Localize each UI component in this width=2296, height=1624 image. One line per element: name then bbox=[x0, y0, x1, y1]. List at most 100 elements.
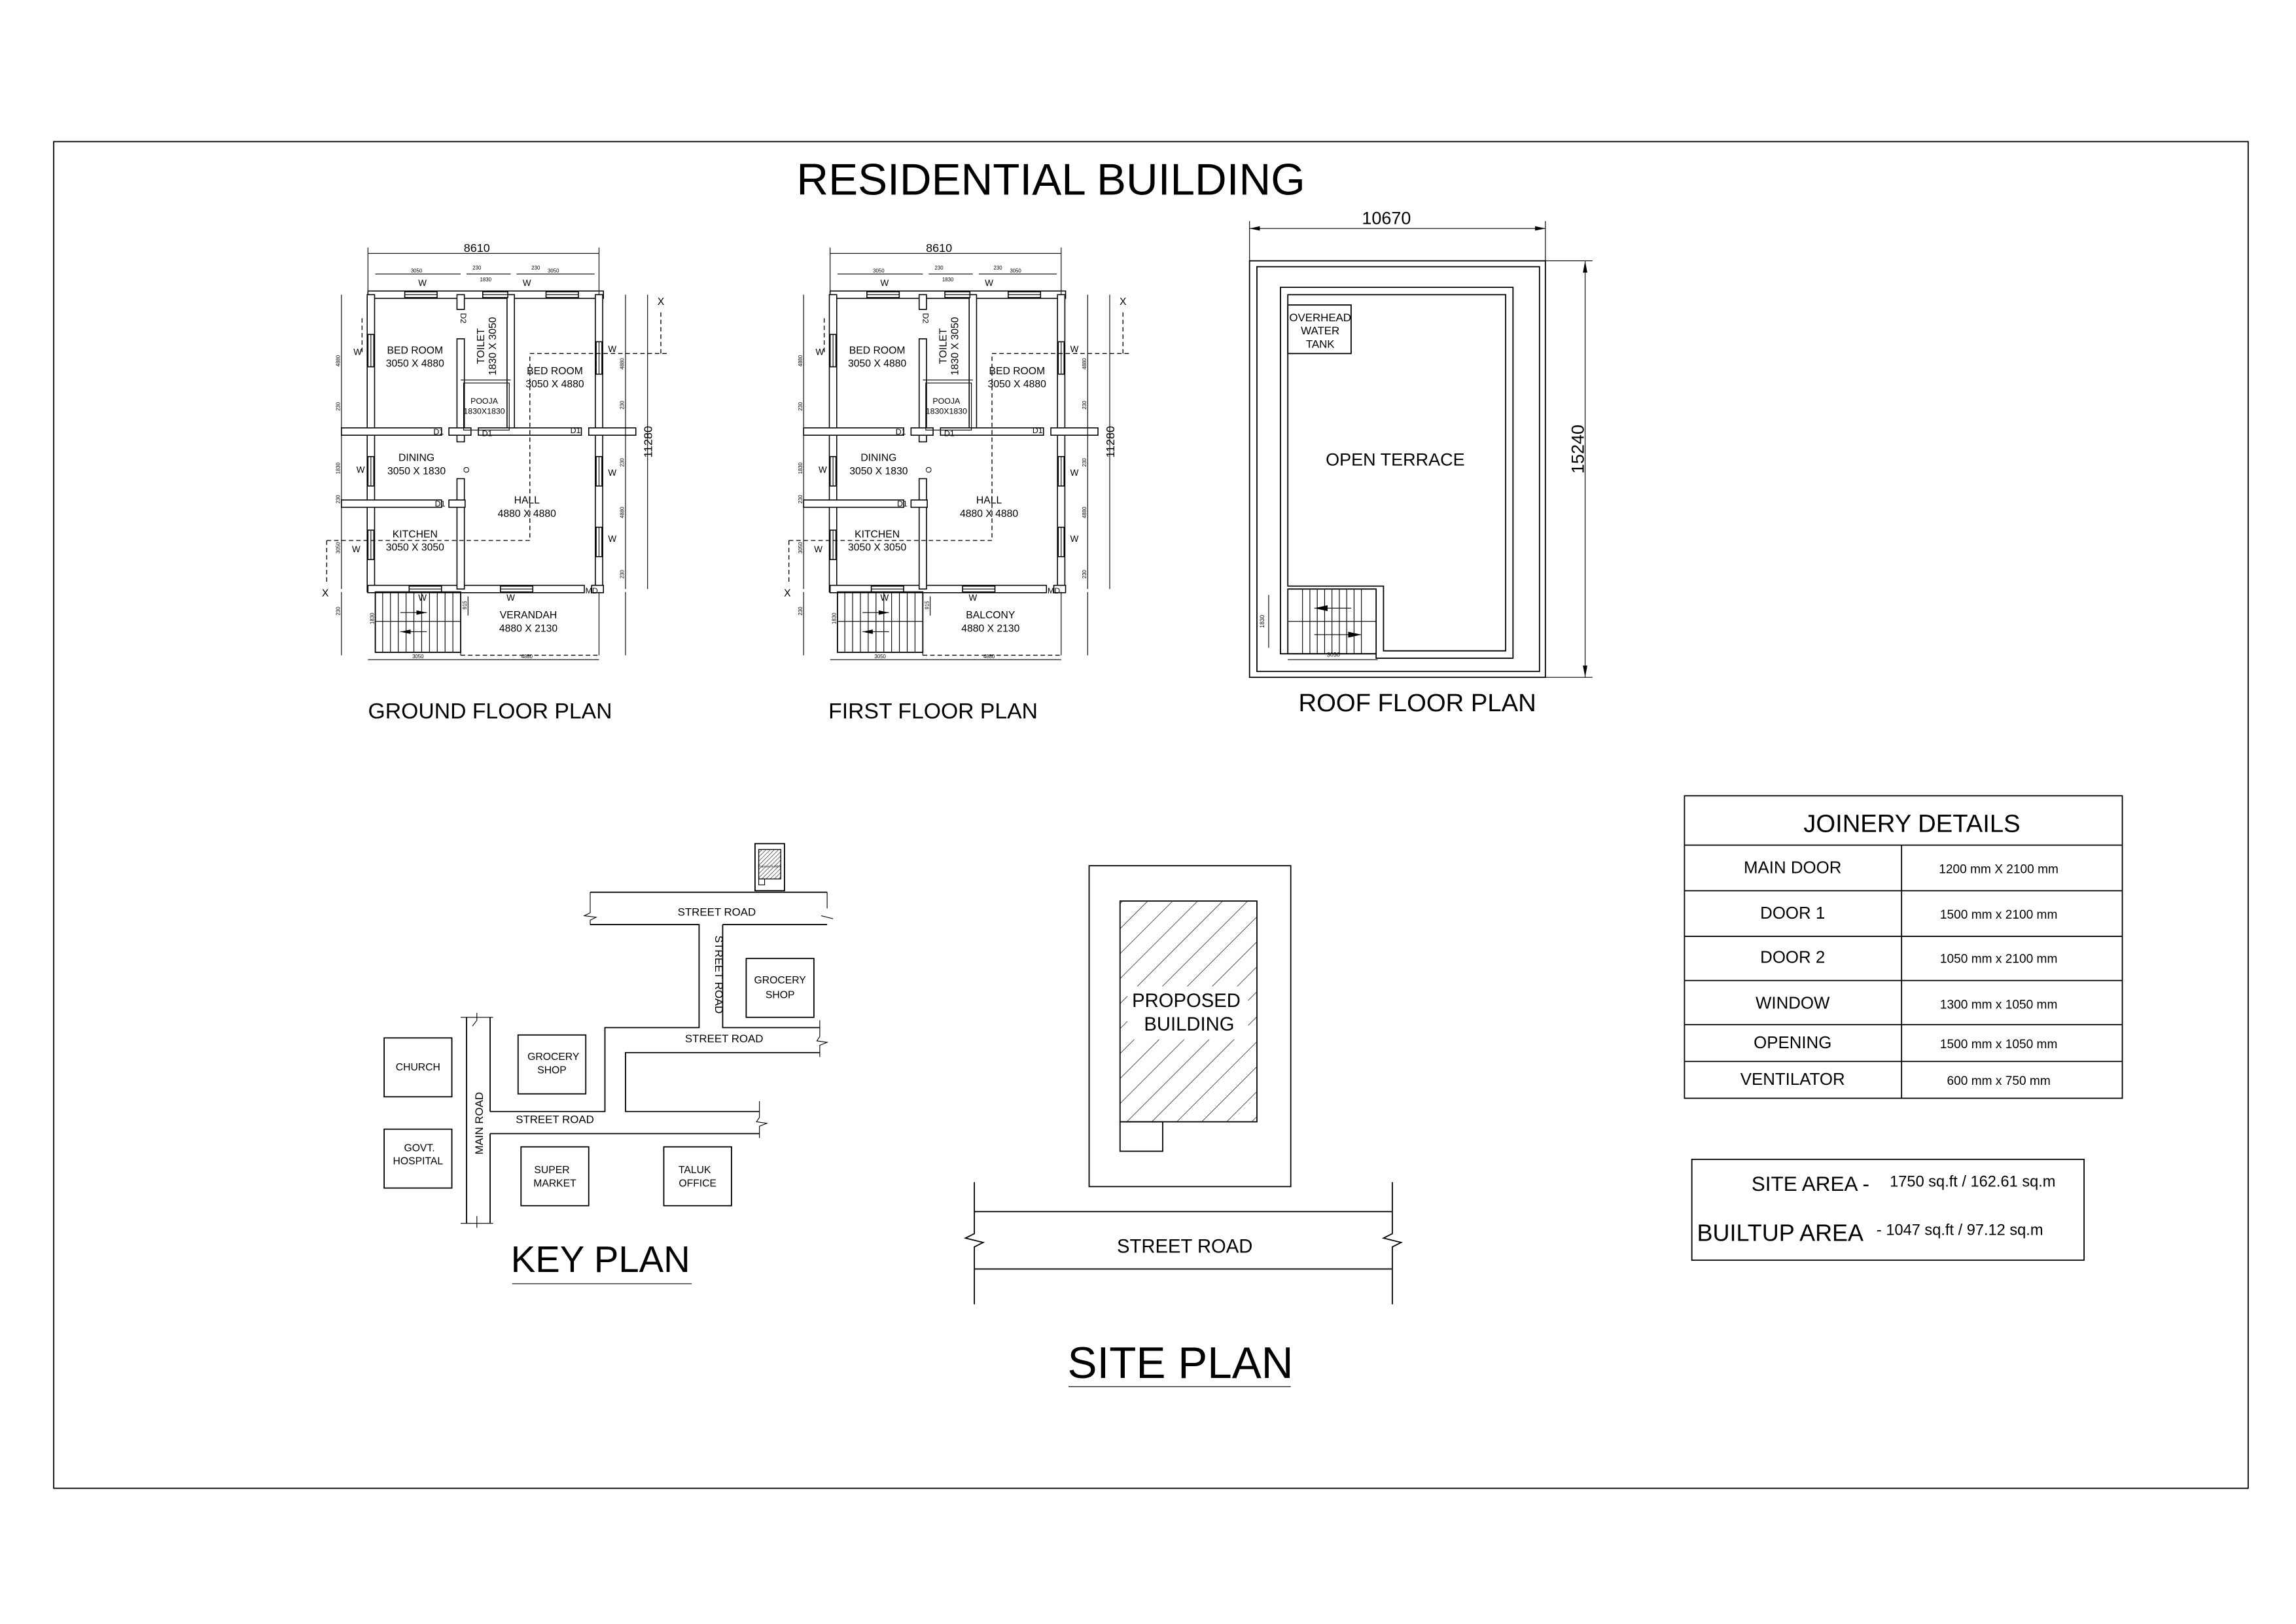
pooja-room bbox=[925, 382, 972, 431]
builtup-area-label: BUILTUP AREA bbox=[1697, 1220, 1864, 1246]
roof-stair-width: 3050 bbox=[1327, 652, 1340, 658]
room-name: BED ROOM bbox=[387, 345, 443, 356]
room-name: DINING bbox=[398, 453, 434, 464]
dimension-text: 3050 bbox=[873, 268, 885, 274]
roof-staircase: 3050 1830 bbox=[1259, 588, 1378, 660]
line bbox=[327, 353, 667, 541]
dimension-text: 230 bbox=[336, 495, 342, 504]
room-size: 1830 X 3050 bbox=[949, 317, 961, 375]
opening-label: W bbox=[1070, 468, 1079, 478]
room-size: 4880 X 4880 bbox=[498, 508, 556, 520]
dimension-text: 3050 bbox=[548, 268, 559, 274]
opening-label: D2 bbox=[921, 313, 930, 323]
wall bbox=[448, 427, 472, 436]
line bbox=[823, 318, 1059, 376]
area-summary: SITE AREA - 1750 sq.ft / 162.61 sq.m BUI… bbox=[1691, 1158, 2085, 1261]
line bbox=[367, 247, 600, 295]
room-name: BED ROOM bbox=[849, 345, 906, 356]
dimension-text: 4880 bbox=[1082, 506, 1087, 518]
dimension-text: 4880 bbox=[798, 355, 804, 366]
opening-label: W bbox=[819, 465, 827, 475]
wall bbox=[918, 478, 927, 590]
joinery-item: VENTILATOR bbox=[1740, 1070, 1845, 1089]
dimension-text: 230 bbox=[1082, 400, 1087, 410]
joinery-title: JOINERY DETAILS bbox=[1803, 809, 2020, 838]
opening-label: W bbox=[357, 465, 365, 475]
dimension-text: 3050 bbox=[1010, 268, 1021, 274]
dimension-text: 1830 bbox=[480, 277, 492, 283]
key-plan-site-label: Proposed building bbox=[758, 864, 781, 868]
dimension-text: 230 bbox=[798, 402, 804, 411]
room-name: DINING bbox=[860, 453, 896, 464]
dimension-text: 1830 bbox=[942, 277, 954, 283]
joinery-size: 1200 mm X 2100 mm bbox=[1939, 862, 2058, 876]
opening-label: W bbox=[968, 593, 977, 603]
dimension-text: 4880 bbox=[620, 506, 626, 518]
wall bbox=[341, 427, 442, 436]
line bbox=[788, 353, 1129, 541]
room-name: HALL bbox=[976, 495, 1002, 506]
opening-label: D1 bbox=[482, 429, 493, 438]
room-size: 1830 X 3050 bbox=[487, 317, 499, 375]
key-road-label: STREET ROAD bbox=[516, 1114, 594, 1126]
site-area-value: 1750 sq.ft / 162.61 sq.m bbox=[1890, 1173, 2055, 1190]
room-size: 4880 X 2130 bbox=[961, 623, 1019, 634]
room-name: HALL bbox=[514, 495, 540, 506]
opening-label: D1 bbox=[896, 427, 906, 436]
wall bbox=[910, 427, 934, 436]
dimension-text: 1830 bbox=[798, 462, 804, 474]
opening-label: W bbox=[880, 593, 889, 603]
section-mark: X bbox=[658, 296, 665, 308]
opening-label: W bbox=[816, 347, 824, 357]
room-size: 3050 X 4880 bbox=[848, 359, 906, 370]
arrow-icon bbox=[862, 629, 873, 634]
opening-label: MD bbox=[1048, 586, 1060, 595]
key-road-label: STREET ROAD bbox=[685, 1033, 764, 1045]
dimension-text: 3050 bbox=[874, 654, 886, 660]
dimension-text: 915 bbox=[924, 601, 930, 610]
dimension-text: 1830 bbox=[369, 612, 375, 624]
opening-label: W bbox=[418, 593, 427, 603]
opening-label: D1 bbox=[1033, 426, 1043, 435]
opening-label: W bbox=[1070, 534, 1079, 544]
ground-floor-plan-title: GROUND FLOOR PLAN bbox=[368, 699, 612, 724]
dimension-text: 230 bbox=[472, 265, 482, 271]
wall bbox=[341, 499, 442, 508]
opening-label: W bbox=[608, 468, 616, 478]
dimension-text: 230 bbox=[798, 495, 804, 504]
room-size: 3050 X 3050 bbox=[386, 542, 444, 554]
room-size: 1830X1830 bbox=[463, 407, 504, 416]
joinery-size: 1300 mm x 1050 mm bbox=[1940, 998, 2058, 1012]
joinery-size: 600 mm x 750 mm bbox=[1947, 1074, 2051, 1088]
joinery-size: 1500 mm x 1050 mm bbox=[1940, 1038, 2058, 1051]
opening-label: W bbox=[523, 278, 531, 288]
opening-label: W bbox=[608, 344, 616, 354]
wall bbox=[829, 584, 1048, 593]
joinery-size: 1500 mm x 2100 mm bbox=[1940, 908, 2058, 922]
dimension-text: 230 bbox=[620, 400, 626, 410]
overall-width-dimension: 8610 bbox=[464, 241, 490, 255]
arrow-icon bbox=[400, 629, 411, 634]
opening-label: O bbox=[462, 467, 471, 473]
roof-stair-depth: 1830 bbox=[1259, 615, 1265, 628]
joinery-item: DOOR 2 bbox=[1760, 949, 1825, 967]
arrow-icon bbox=[416, 610, 427, 615]
opening-label: MD bbox=[586, 586, 598, 595]
room-size: 3050 X 4880 bbox=[525, 379, 584, 390]
room-size: 3050 X 4880 bbox=[386, 359, 444, 370]
roof-width-dimension: 10670 bbox=[1362, 208, 1411, 228]
dimension-text: 230 bbox=[336, 402, 342, 411]
wall bbox=[367, 584, 585, 593]
joinery-item: DOOR 1 bbox=[1760, 904, 1825, 923]
dimension-text: 230 bbox=[336, 607, 342, 616]
opening-label: W bbox=[418, 278, 427, 288]
room-size: 4880 X 4880 bbox=[960, 508, 1018, 520]
room-size: 3050 X 3050 bbox=[848, 542, 906, 554]
opening-label: W bbox=[985, 278, 993, 288]
room-name: KITCHEN bbox=[393, 529, 438, 540]
